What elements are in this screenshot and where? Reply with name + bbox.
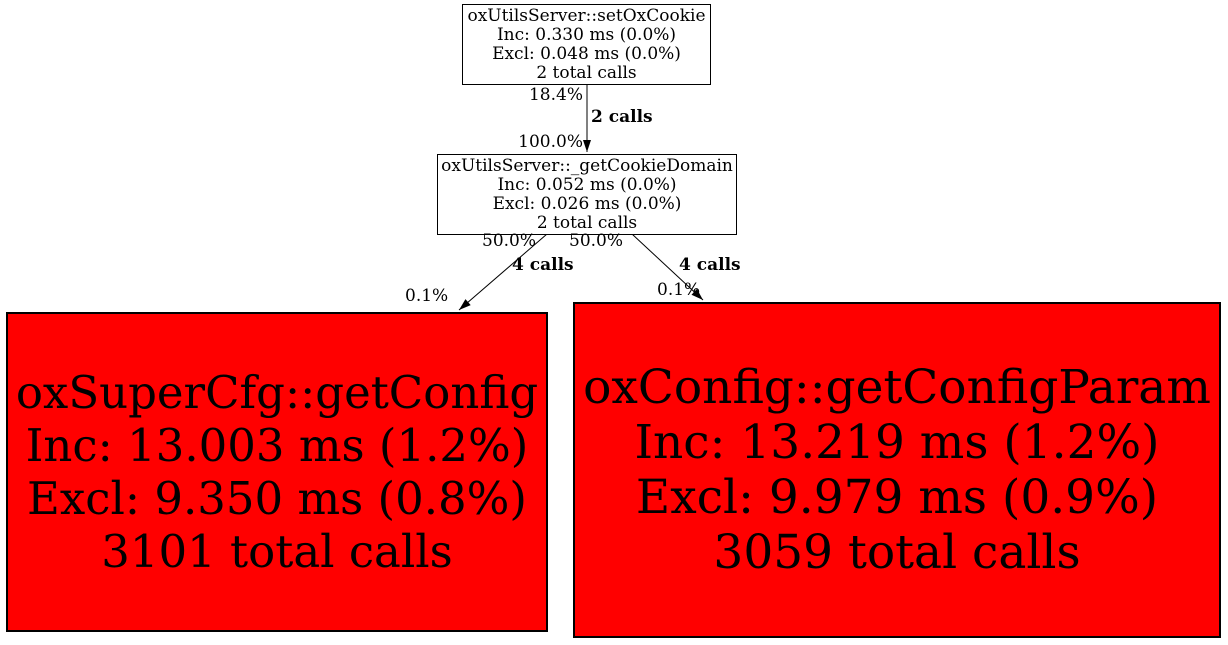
edge-tail-percent: 18.4% (528, 85, 583, 105)
node-total-calls: 3059 total calls (713, 525, 1081, 580)
edge-call-count: 4 calls (679, 255, 741, 275)
node-exclusive-time: Excl: 0.048 ms (0.0%) (492, 43, 681, 64)
node-inclusive-time: Inc: 0.330 ms (0.0%) (496, 24, 677, 45)
edge-head-percent: 100.0% (518, 132, 583, 152)
node-get-cookie-domain: oxUtilsServer::_getCookieDomain Inc: 0.0… (437, 154, 737, 235)
edge-tail-percent: 50.0% (569, 231, 624, 251)
node-exclusive-time: Excl: 9.979 ms (0.9%) (635, 470, 1159, 525)
node-title: oxUtilsServer::_getCookieDomain (441, 155, 733, 176)
node-total-calls: 2 total calls (536, 212, 638, 233)
node-total-calls: 2 total calls (536, 62, 637, 83)
node-inclusive-time: Inc: 0.052 ms (0.0%) (497, 174, 677, 195)
node-title: oxSuperCfg::getConfig (15, 366, 539, 419)
node-title: oxConfig::getConfigParam (583, 360, 1211, 415)
edge-call-count: 4 calls (512, 255, 574, 275)
edge-head-percent: 0.1% (405, 286, 449, 306)
node-get-config: oxSuperCfg::getConfig Inc: 13.003 ms (1.… (6, 312, 548, 632)
node-get-config-param: oxConfig::getConfigParam Inc: 13.219 ms … (573, 302, 1221, 638)
node-title: oxUtilsServer::setOxCookie (467, 5, 706, 26)
node-set-ox-cookie: oxUtilsServer::setOxCookie Inc: 0.330 ms… (462, 4, 711, 85)
node-exclusive-time: Excl: 0.026 ms (0.0%) (492, 193, 682, 214)
edge-tail-percent: 50.0% (482, 231, 537, 251)
node-exclusive-time: Excl: 9.350 ms (0.8%) (27, 472, 527, 525)
node-inclusive-time: Inc: 13.219 ms (1.2%) (634, 415, 1160, 470)
edge-call-count: 2 calls (591, 107, 653, 127)
edge-head-percent: 0.1% (657, 280, 701, 300)
node-total-calls: 3101 total calls (101, 525, 453, 578)
node-inclusive-time: Inc: 13.003 ms (1.2%) (25, 419, 529, 472)
